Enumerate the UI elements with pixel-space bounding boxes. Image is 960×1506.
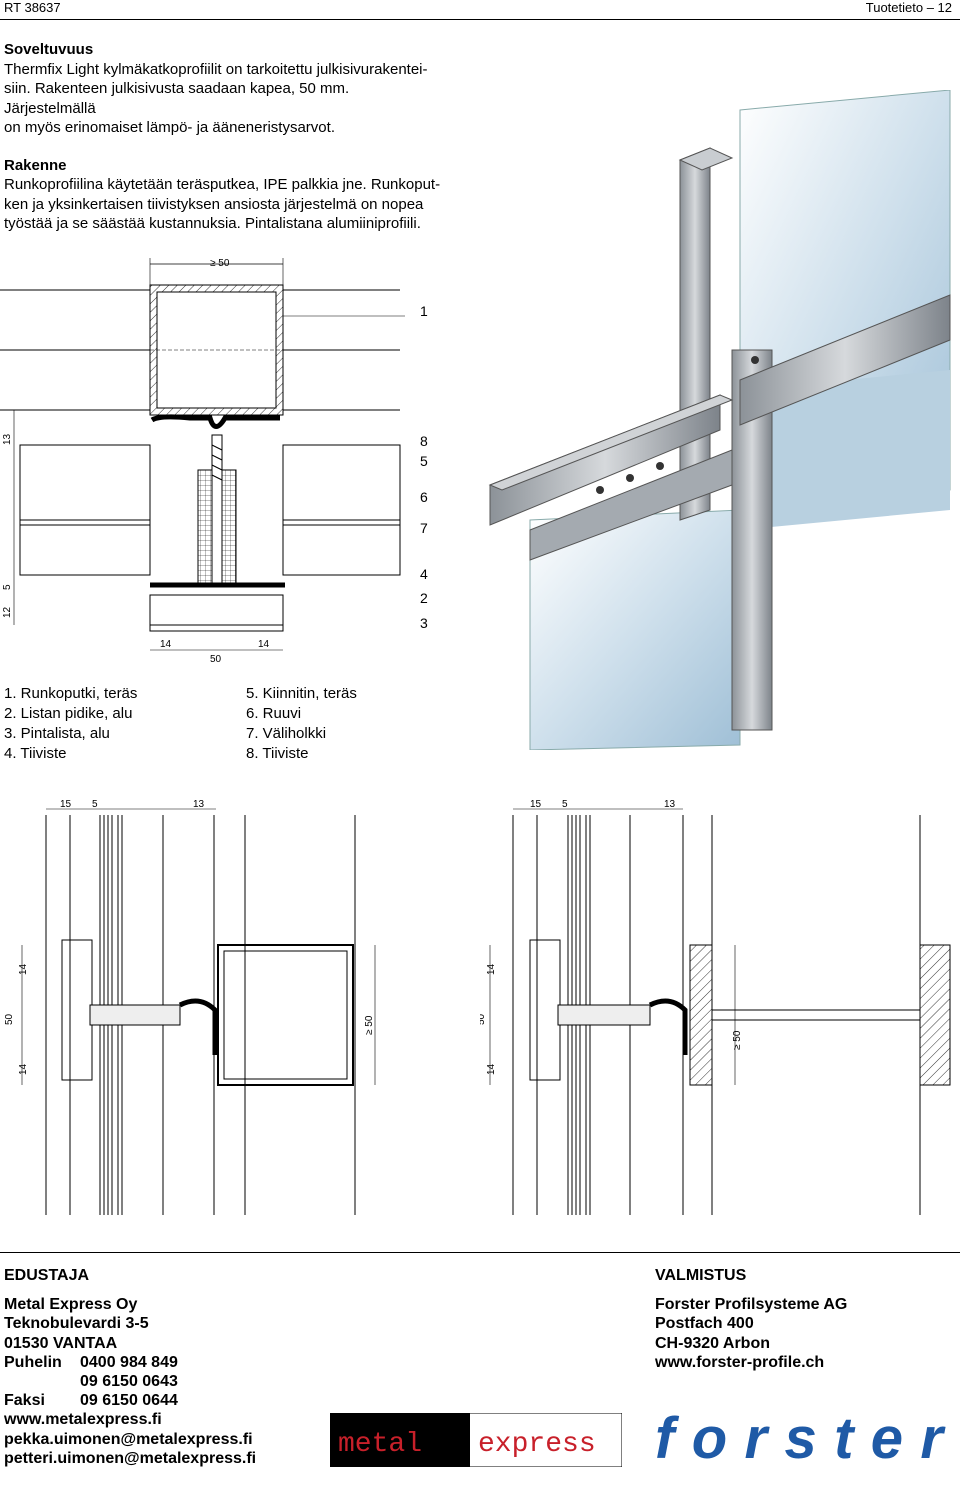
legend-item: 7. Väliholkki — [246, 725, 327, 742]
dim-top: ≥ 50 — [210, 258, 230, 269]
dim-5: 5 — [562, 799, 568, 810]
address-line: CH-9320 Arbon — [655, 1334, 770, 1352]
header-rule — [0, 19, 960, 20]
footer-representative: EDUSTAJA Metal Express Oy Teknobulevardi… — [4, 1266, 256, 1468]
website-link[interactable]: www.metalexpress.fi — [4, 1411, 162, 1429]
intro-line: Thermfix Light kylmäkatkoprofiilit on ta… — [4, 60, 428, 78]
dim-left-13: 13 — [2, 433, 13, 445]
company-name: Forster Profilsysteme AG — [655, 1296, 848, 1314]
heading-rakenne: Rakenne — [4, 156, 67, 174]
footer-rule — [0, 1252, 960, 1253]
dim-right: ≥ 50 — [364, 1015, 375, 1035]
email-link[interactable]: petteri.uimonen@metalexpress.fi — [4, 1449, 257, 1467]
dim-bottom-14: 14 — [258, 639, 270, 650]
callout-4: 4 — [420, 566, 428, 582]
dim-right: ≥ 50 — [732, 1030, 743, 1050]
heading-soveltuvuus: Soveltuvuus — [4, 41, 94, 58]
dim-14: 14 — [486, 963, 497, 975]
phone-number: 0400 984 849 — [80, 1353, 178, 1371]
dim-13: 13 — [193, 799, 205, 810]
dim-left-5: 5 — [2, 584, 13, 590]
dim-5: 5 — [92, 799, 98, 810]
legend-left: 1. Runkoputki, teräs 2. Listan pidike, a… — [4, 684, 137, 764]
legend-item: 3. Pintalista, alu — [4, 725, 110, 742]
intro-line: Runkoprofiilina käytetään teräsputkea, I… — [4, 176, 441, 193]
dim-14: 14 — [486, 1063, 497, 1075]
intro-line: siin. Rakenteen julkisivusta saadaan kap… — [4, 80, 350, 117]
legend-right: 5. Kiinnitin, teräs 6. Ruuvi 7. Väliholk… — [246, 684, 357, 764]
callout-6: 6 — [420, 489, 428, 505]
logo-word-forster: forster — [655, 1410, 946, 1468]
metal-express-logo: metal express — [330, 1413, 622, 1467]
page-header: RT 38637 Tuotetieto – 12 — [0, 0, 960, 18]
callout-5: 5 — [420, 453, 428, 469]
logo-word-express: express — [478, 1429, 596, 1460]
forster-logo: forster — [655, 1410, 946, 1468]
dim-left-12: 12 — [2, 606, 13, 618]
facade-3d-illustration — [488, 90, 951, 750]
address-line: Postfach 400 — [655, 1315, 754, 1333]
logo-word-metal: metal — [338, 1429, 422, 1460]
dim-13: 13 — [664, 799, 676, 810]
legend-item: 4. Tiiviste — [4, 745, 67, 762]
legend-item: 8. Tiiviste — [246, 745, 309, 762]
footer-title-right: VALMISTUS — [655, 1267, 747, 1284]
address-line: Teknobulevardi 3-5 — [4, 1315, 149, 1333]
callout-2: 2 — [420, 590, 428, 606]
intro-line: ken ja yksinkertaisen tiivistyksen ansio… — [4, 195, 424, 213]
callout-3: 3 — [420, 615, 428, 631]
website-link[interactable]: www.forster-profile.ch — [655, 1353, 825, 1371]
callout-1: 1 — [420, 303, 428, 319]
dim-15: 15 — [530, 799, 542, 810]
email-link[interactable]: pekka.uimonen@metalexpress.fi — [4, 1430, 253, 1448]
phone-label: Puhelin — [4, 1353, 62, 1371]
page-label: Tuotetieto – 12 — [865, 0, 952, 15]
plan-drawing-right: 15 5 13 14 50 14 ≥ 50 — [480, 799, 951, 1215]
legend-item: 6. Ruuvi — [246, 705, 302, 722]
dim-14: 14 — [18, 963, 29, 975]
dim-50: 50 — [480, 1013, 487, 1025]
phone-number: 09 6150 0643 — [80, 1373, 178, 1391]
company-name: Metal Express Oy — [4, 1296, 138, 1314]
dim-14: 14 — [18, 1063, 29, 1075]
callout-7: 7 — [420, 520, 428, 536]
section-drawing: ≥ 50 13 5 12 14 50 14 1 8 5 6 7 4 2 3 — [0, 258, 428, 665]
intro-line: on myös erinomaiset lämpö- ja äänenerist… — [4, 119, 335, 136]
dim-bottom-50: 50 — [210, 654, 222, 665]
intro-line: työstää ja se säästää kustannuksia. Pint… — [4, 215, 421, 232]
doc-code: RT 38637 — [4, 0, 61, 15]
address-line: 01530 VANTAA — [4, 1334, 118, 1352]
legend-item: 5. Kiinnitin, teräs — [246, 685, 357, 702]
legend-item: 1. Runkoputki, teräs — [4, 685, 138, 702]
fax-number: 09 6150 0644 — [80, 1392, 178, 1410]
dim-bottom-14: 14 — [160, 639, 172, 650]
footer-manufacturer: VALMISTUS Forster Profilsysteme AG Postf… — [655, 1266, 847, 1372]
plan-drawing-left: 15 5 13 14 50 14 ≥ 50 — [4, 799, 376, 1215]
dim-50: 50 — [4, 1013, 15, 1025]
footer-title-left: EDUSTAJA — [4, 1267, 90, 1284]
fax-label: Faksi — [4, 1392, 45, 1410]
intro-text: Soveltuvuus Thermfix Light kylmäkatkopro… — [4, 40, 444, 234]
legend-item: 2. Listan pidike, alu — [4, 705, 133, 722]
dim-15: 15 — [60, 799, 72, 810]
callout-8: 8 — [420, 433, 428, 449]
